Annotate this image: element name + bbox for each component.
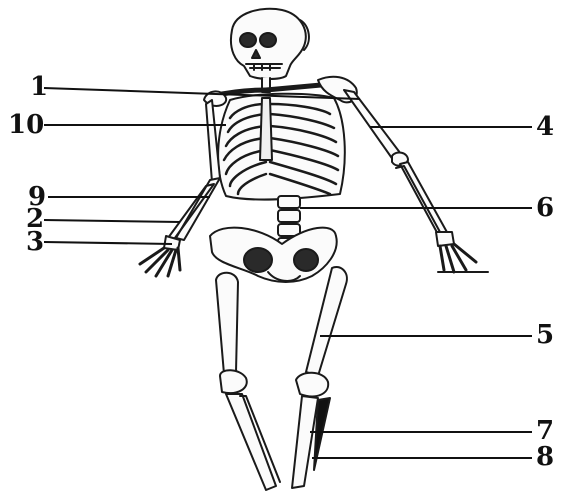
- label-6: 6: [536, 195, 554, 221]
- label-3: 3: [26, 229, 44, 255]
- label-4: 4: [536, 114, 554, 140]
- label-10: 10: [8, 112, 44, 138]
- right-leg: [292, 267, 347, 488]
- left-arm: [140, 100, 220, 276]
- skull: [231, 9, 309, 79]
- ribcage: [218, 94, 345, 200]
- label-8: 8: [536, 444, 554, 470]
- left-leg: [216, 273, 280, 490]
- leader-line-3: [44, 242, 172, 244]
- right-arm: [344, 90, 476, 272]
- label-7: 7: [536, 418, 554, 444]
- label-1: 1: [30, 74, 48, 100]
- leader-line-2: [44, 220, 180, 222]
- label-5: 5: [536, 322, 554, 348]
- leader-line-1: [44, 88, 360, 99]
